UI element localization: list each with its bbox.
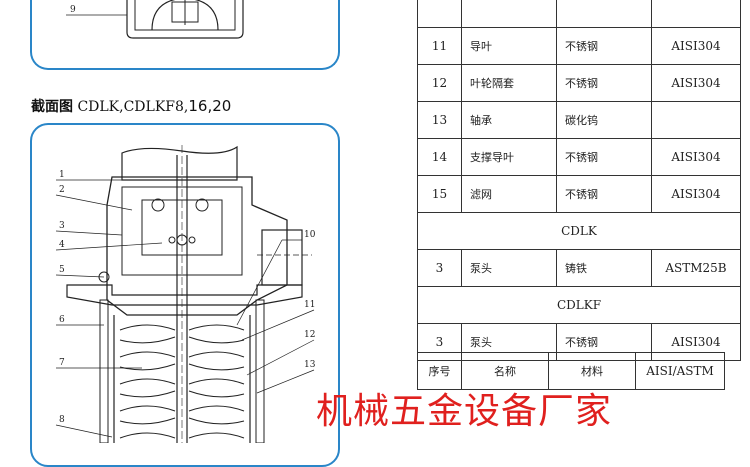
table-row: 11 导叶 不锈钢 AISI304 [417,27,741,65]
table-row: 3 泵头 铸铁 ASTM25B [417,249,741,287]
table-header: 序号 名称 材料 AISI/ASTM [417,352,725,390]
callout-5: 5 [59,265,65,275]
callout-9: 9 [70,5,76,15]
table-row: 12 叶轮隔套 不锈钢 AISI304 [417,64,741,102]
pump-top-drawing: 9 [66,0,244,39]
callout-1: 1 [59,170,65,180]
callout-7: 7 [59,358,65,368]
section-title: 截面图 CDLK,CDLKF8,16,20 [31,96,231,116]
callout-13: 13 [304,360,316,370]
callout-4: 4 [59,240,65,250]
watermark-text: 机械五金设备厂家 [316,391,613,432]
section-title-label: 截面图 [31,99,73,115]
parts-table: 11 导叶 不锈钢 AISI304 12 叶轮隔套 不锈钢 AISI304 13… [417,0,741,361]
table-row: 15 滤网 不锈钢 AISI304 [417,175,741,213]
callout-6: 6 [59,315,65,325]
table-group-header: CDLK [417,212,741,250]
pump-cross-section-drawing: 1 2 3 4 5 6 7 8 10 11 12 13 [55,145,316,443]
table-row: 14 支撑导叶 不锈钢 AISI304 [417,138,741,176]
callout-2: 2 [59,185,65,195]
callout-11: 11 [304,300,315,310]
callout-12: 12 [304,330,315,340]
section-title-models: CDLK,CDLKF8, [73,99,189,115]
table-header-row: 序号 名称 材料 AISI/ASTM [417,352,725,390]
cross-section-panel: 1 2 3 4 5 6 7 8 10 11 12 13 [30,123,340,467]
table-row: 13 轴承 碳化钨 [417,101,741,139]
callout-3: 3 [59,221,65,231]
table-group-header: CDLKF [417,286,741,324]
table-row [417,0,741,28]
callout-10: 10 [304,230,316,240]
section-title-sizes: 16,20 [188,97,232,115]
top-diagram-panel: 9 [30,0,340,70]
callout-8: 8 [59,415,65,425]
